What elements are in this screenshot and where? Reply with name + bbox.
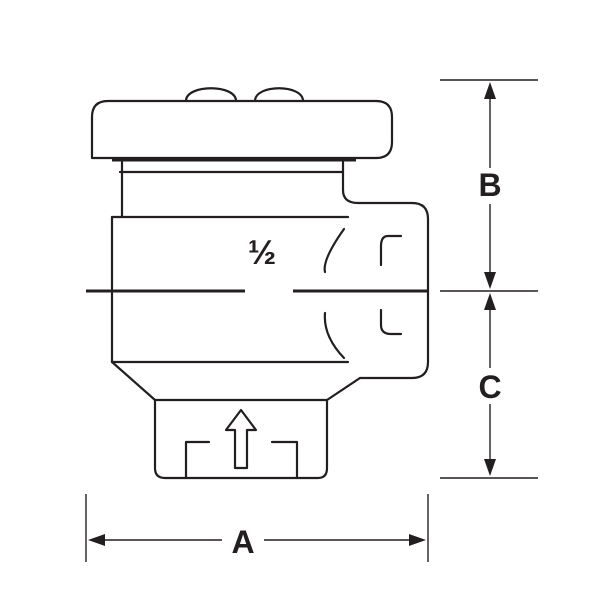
dim-c-label: C (478, 369, 501, 405)
dim-b-label: B (478, 167, 501, 203)
inlet-body (153, 398, 329, 480)
dim-a-arrow-right-icon (409, 534, 426, 546)
dim-b-arrow-down-icon (484, 272, 496, 289)
valve-body (86, 160, 430, 402)
side-port-top (341, 188, 430, 295)
side-port-bottom (358, 291, 430, 380)
thread-arc-left (323, 227, 346, 360)
taper-left (110, 360, 157, 402)
dim-a-arrow-left-icon (88, 534, 105, 546)
port-inner-outline (379, 234, 403, 336)
dim-a-label: A (231, 524, 254, 560)
size-label: ½ (248, 234, 276, 272)
flow-arrow-icon (224, 408, 258, 470)
inlet-bracket (184, 440, 299, 480)
valve-cap (90, 87, 394, 174)
dim-b-arrow-up-icon (484, 82, 496, 99)
bottom-inlet (153, 398, 329, 480)
dim-c-arrow-down-icon (484, 459, 496, 476)
cap-knob-left (184, 87, 238, 103)
taper-right (325, 376, 362, 402)
dimension-bc: B C (440, 79, 538, 479)
dimension-a: A (85, 494, 429, 562)
cap-body (90, 99, 394, 160)
dim-c-arrow-up-icon (484, 293, 496, 310)
cap-knob-right (253, 87, 305, 103)
